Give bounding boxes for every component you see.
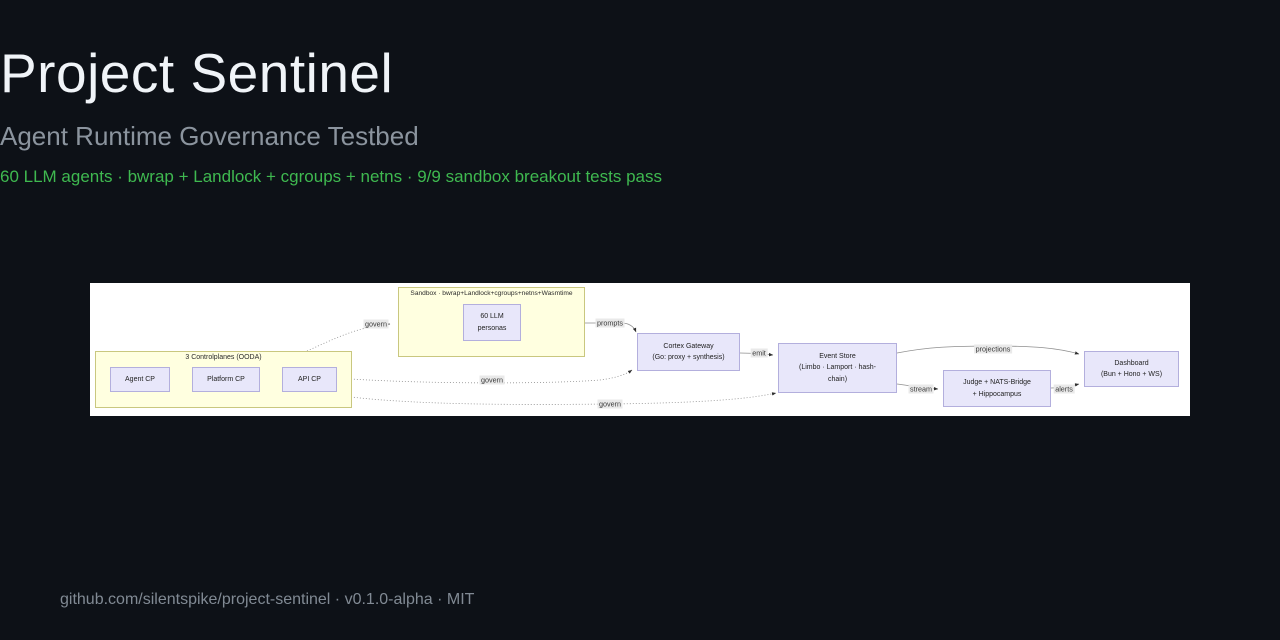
node-event-store-line3: chain) <box>827 375 848 383</box>
node-llm-personas-line1: 60 LLM <box>480 313 504 321</box>
edge-label-govern-sandbox: govern <box>363 319 389 329</box>
edge-label-govern-cortex: govern <box>479 375 505 385</box>
node-llm-personas: 60 LLM personas <box>463 304 521 341</box>
node-judge-bridge-line2: + Hippocampus <box>972 390 1022 398</box>
node-judge-bridge: Judge + NATS-Bridge + Hippocampus <box>943 370 1051 407</box>
node-cortex-gateway-line2: (Go: proxy + synthesis) <box>652 354 725 361</box>
node-agent-cp: Agent CP <box>110 367 170 392</box>
page-title: Project Sentinel <box>0 42 394 104</box>
footer-repo-line: github.com/silentspike/project-sentinel … <box>60 591 475 608</box>
edge-govern-events <box>350 392 777 405</box>
node-event-store-line2: (Limbo · Lamport · hash- <box>798 364 877 372</box>
edge-label-govern-events: govern <box>597 399 623 409</box>
edge-label-emit: emit <box>750 348 768 358</box>
node-platform-cp: Platform CP <box>192 367 260 392</box>
stats-line: 60 LLM agents · bwrap + Landlock + cgrou… <box>0 167 662 186</box>
node-platform-cp-label: Platform CP <box>207 375 245 383</box>
node-api-cp-label: API CP <box>298 375 321 383</box>
edge-label-stream: stream <box>908 384 934 394</box>
node-api-cp: API CP <box>282 367 337 392</box>
node-event-store-line1: Event Store <box>819 353 856 361</box>
node-dashboard-line2: (Bun + Hono + WS) <box>1100 371 1163 378</box>
edge-label-alerts: alerts <box>1053 384 1075 394</box>
cluster-controlplanes-label: 3 Controlplanes (OODA) <box>185 354 262 361</box>
node-llm-personas-line2: personas <box>477 324 507 332</box>
node-cortex-gateway-line1: Cortex Gateway <box>663 342 714 350</box>
node-agent-cp-label: Agent CP <box>125 375 155 383</box>
architecture-diagram: 3 Controlplanes (OODA) Agent CP Platform… <box>90 283 1190 416</box>
node-judge-bridge-line1: Judge + NATS-Bridge <box>963 379 1031 387</box>
page-subtitle: Agent Runtime Governance Testbed <box>0 121 419 151</box>
node-event-store: Event Store (Limbo · Lamport · hash- cha… <box>778 343 897 393</box>
edge-label-projections: projections <box>974 344 1012 354</box>
node-cortex-gateway: Cortex Gateway (Go: proxy + synthesis) <box>637 333 740 371</box>
node-dashboard-line1: Dashboard <box>1114 359 1149 367</box>
cluster-sandbox-label: Sandbox · bwrap+Landlock+cgroups+netns+W… <box>410 290 573 297</box>
edge-label-prompts: prompts <box>595 318 625 328</box>
node-dashboard: Dashboard (Bun + Hono + WS) <box>1084 351 1179 387</box>
